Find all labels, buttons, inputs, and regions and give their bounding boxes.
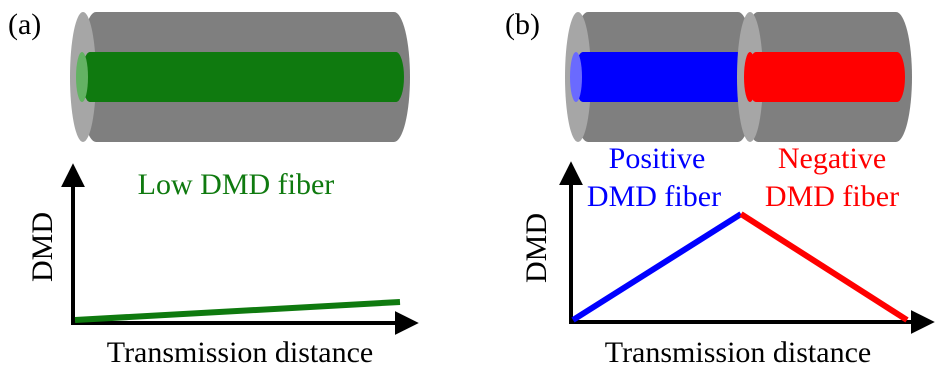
low-dmd-fiber-illustration [70,12,410,142]
positive-dmd-fiber-illustration [565,12,754,142]
low-dmd-fiber-core [82,52,404,102]
positive-dmd-trace [571,211,743,323]
panel-b-x-axis-label: Transmission distance [605,336,871,369]
panel-a: (a) Low DMD fiber DMD Transmission dista… [8,8,419,369]
panel-a-y-axis-label: DMD [26,212,59,282]
negative-dmd-fiber-core [748,52,905,102]
low-dmd-fiber-annotation: Low DMD fiber [138,168,335,201]
negative-dmd-annotation-line1: Negative [778,142,886,175]
negative-dmd-fiber-illustration [737,12,912,142]
positive-dmd-annotation-line2: DMD fiber [587,180,721,213]
positive-dmd-annotation-line1: Positive [609,142,706,175]
panel-a-x-axis-label: Transmission distance [107,336,373,369]
positive-dmd-fiber-core-end [570,52,582,102]
panel-a-label: (a) [8,8,41,41]
panel-b-y-axis-label: DMD [520,213,553,283]
panel-b-label: (b) [505,8,540,41]
low-dmd-fiber-core-end [76,52,88,102]
panel-b: (b) Positive DMD fiber Negative DMD fibe… [505,8,935,369]
negative-dmd-trace [739,211,909,323]
low-dmd-trace [74,299,401,323]
negative-dmd-annotation-line2: DMD fiber [765,180,899,213]
negative-dmd-fiber-core-end [744,52,756,102]
positive-dmd-fiber-core [575,52,745,102]
